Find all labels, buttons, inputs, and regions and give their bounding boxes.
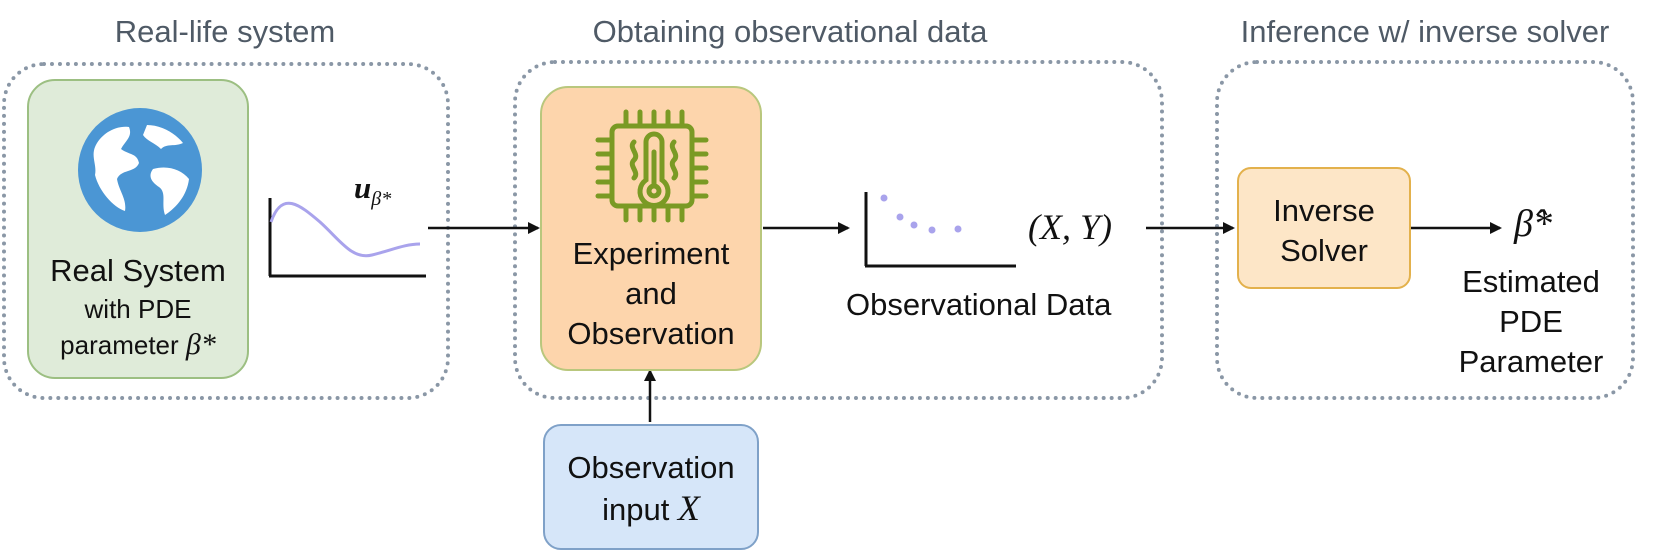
- solution-label: uβ*: [354, 170, 391, 211]
- group-inference: [1215, 60, 1635, 400]
- solution-subscript: β*: [371, 188, 392, 211]
- real-system-subtitle: with PDE: [84, 294, 192, 324]
- thermometer-chip-icon: [595, 109, 709, 223]
- observation-input-node: Observation input X: [543, 424, 759, 550]
- section-title-real-life: Real-life system: [114, 14, 336, 49]
- real-system-label: Real System: [50, 253, 226, 288]
- observational-data-label: Observational Data: [846, 287, 1112, 322]
- group-observation: [513, 60, 1164, 400]
- beta-star-symbol: β*: [185, 328, 216, 361]
- parameter-text: parameter: [60, 330, 186, 360]
- experiment-label-line1: Experiment: [572, 236, 730, 271]
- estimate-label-line3: Parameter: [1458, 344, 1604, 379]
- estimate-label-line2: PDE: [1499, 304, 1563, 339]
- data-tuple-label: (X, Y): [1028, 207, 1112, 247]
- x-symbol: X: [677, 488, 700, 528]
- group-real-life: [2, 62, 450, 400]
- experiment-label-line2: and: [625, 276, 677, 311]
- observational-data-plot: [864, 192, 1016, 268]
- real-system-parameter: parameter β*: [29, 327, 247, 363]
- data-point: [880, 194, 888, 202]
- experiment-label-line3: Observation: [567, 316, 735, 351]
- observation-input-line2: input X: [545, 488, 757, 530]
- beta-hat-star-symbol: β̂*: [1514, 203, 1552, 245]
- solution-curve: [269, 201, 421, 258]
- real-system-node: Real System with PDE parameter β*: [27, 79, 249, 379]
- observation-input-line1: Observation: [567, 450, 735, 485]
- experiment-node: Experiment and Observation: [540, 86, 762, 371]
- estimate-label-line1: Estimated: [1462, 264, 1600, 299]
- solution-plot: [268, 198, 426, 278]
- data-point: [910, 221, 918, 229]
- inverse-solver-line1: Inverse: [1273, 193, 1375, 228]
- inverse-solver-node: Inverse Solver: [1237, 167, 1411, 289]
- solution-symbol: u: [354, 170, 372, 205]
- inverse-solver-line2: Solver: [1280, 233, 1368, 268]
- globe-icon: [78, 108, 202, 232]
- section-title-inference: Inference w/ inverse solver: [1240, 14, 1610, 49]
- data-point: [896, 213, 904, 221]
- section-title-observation: Obtaining observational data: [592, 14, 988, 49]
- data-point: [954, 225, 962, 233]
- data-point: [928, 226, 936, 234]
- observation-input-text: input: [602, 492, 678, 527]
